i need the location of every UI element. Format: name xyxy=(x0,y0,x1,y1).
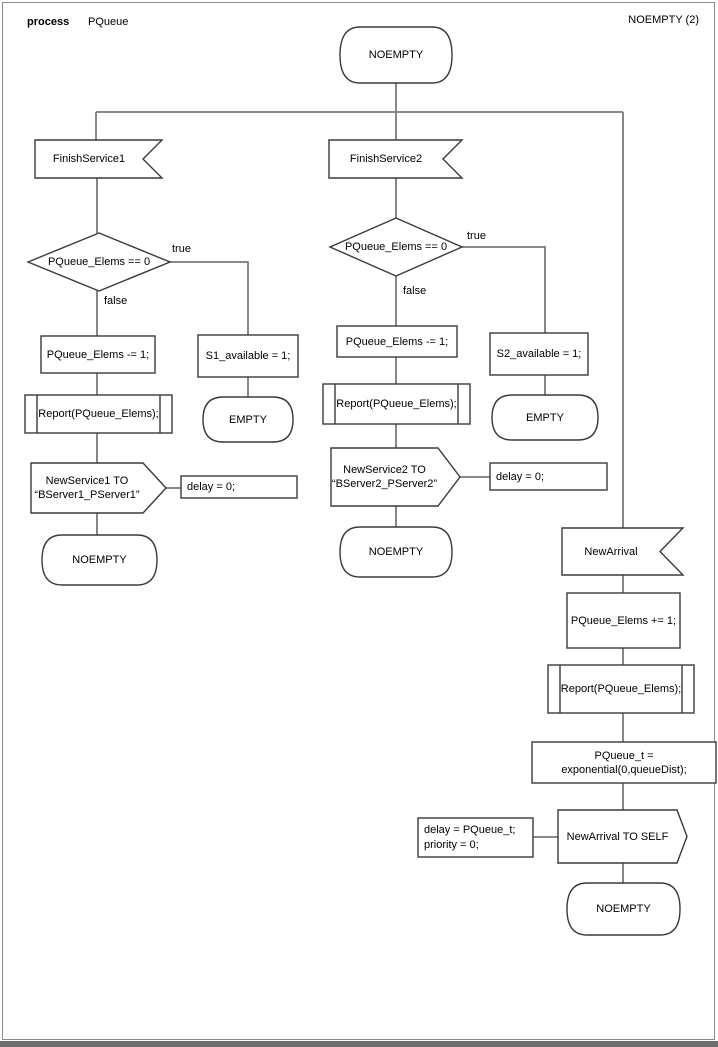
noempty2-state-shape[interactable] xyxy=(339,526,453,578)
decision1-shape[interactable] xyxy=(26,232,172,292)
task-s2-available-shape[interactable] xyxy=(489,332,589,376)
start-state-shape[interactable] xyxy=(339,26,453,84)
noempty3-state-shape[interactable] xyxy=(566,882,681,936)
newarrival-input-shape[interactable] xyxy=(561,527,685,576)
noempty1-state-shape[interactable] xyxy=(41,534,158,586)
task-s1-available-shape[interactable] xyxy=(197,334,299,378)
empty1-state-shape[interactable] xyxy=(202,396,294,443)
bottom-edge-bar xyxy=(0,1041,718,1047)
task-exponential-shape[interactable] xyxy=(531,741,717,784)
comment-delay2-shape[interactable] xyxy=(489,462,608,491)
decision2-shape[interactable] xyxy=(328,217,464,277)
task-decrement1-shape[interactable] xyxy=(40,335,156,374)
finishservice2-input-shape[interactable] xyxy=(328,139,464,179)
procedure-report2-bars xyxy=(334,384,459,424)
newservice1-output-shape[interactable] xyxy=(30,462,167,514)
task-decrement2-shape[interactable] xyxy=(336,325,458,358)
procedure-report1-bars xyxy=(36,395,161,433)
comment-delay-priority-shape[interactable] xyxy=(417,817,534,858)
newarrival-to-self-output-shape[interactable] xyxy=(557,809,688,864)
procedure-report2-shape[interactable] xyxy=(322,383,471,425)
newservice2-output-shape[interactable] xyxy=(330,447,461,507)
procedure-report3-shape[interactable] xyxy=(547,664,695,714)
finishservice1-input-shape[interactable] xyxy=(34,139,164,179)
task-increment-shape[interactable] xyxy=(566,592,681,649)
procedure-report3-bars xyxy=(559,665,683,713)
connector-lines xyxy=(95,83,624,883)
comment-delay1-shape[interactable] xyxy=(180,475,298,499)
empty2-state-shape[interactable] xyxy=(491,394,599,441)
procedure-report1-shape[interactable] xyxy=(24,394,173,434)
